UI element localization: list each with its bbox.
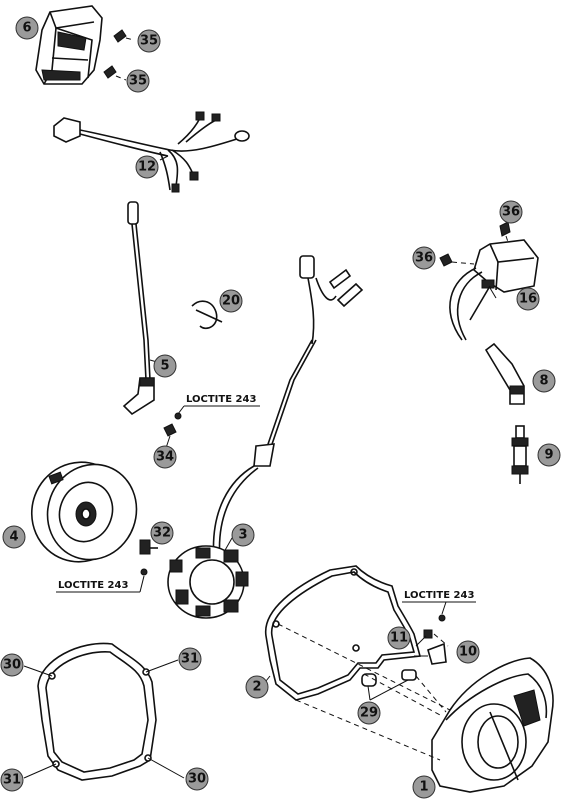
part-badge-8[interactable]: 8 <box>532 369 556 393</box>
clip-and-screw-drawing <box>423 614 447 665</box>
ignition-coil-drawing <box>35 5 103 85</box>
part-number: 32 <box>153 526 171 541</box>
cdi-unit-drawing <box>439 221 539 341</box>
gasket-2-drawing <box>265 565 422 701</box>
part-badge-6[interactable]: 6 <box>15 16 39 40</box>
part-badge-4[interactable]: 4 <box>2 525 26 549</box>
part-badge-30-top[interactable]: 30 <box>0 653 24 677</box>
part-number: 35 <box>129 74 147 89</box>
part-badge-1[interactable]: 1 <box>412 775 436 799</box>
part-badge-2[interactable]: 2 <box>245 675 269 699</box>
part-badge-34[interactable]: 34 <box>153 445 177 469</box>
part-badge-30-bottom[interactable]: 30 <box>185 767 209 791</box>
cable-tie-drawing <box>191 300 223 330</box>
part-number: 10 <box>459 645 477 660</box>
part-badge-3[interactable]: 3 <box>231 523 255 547</box>
ignition-cable-drawing <box>122 201 155 416</box>
gasket-lower-left-drawing <box>37 642 157 781</box>
part-badge-9[interactable]: 9 <box>537 443 561 467</box>
part-badge-31-bottom[interactable]: 31 <box>0 768 24 792</box>
part-badge-12[interactable]: 12 <box>135 155 159 179</box>
part-number: 6 <box>22 21 31 36</box>
wiring-harness-drawing <box>53 111 250 193</box>
stator-drawing <box>167 545 249 619</box>
part-number: 30 <box>3 658 21 673</box>
part-number: 12 <box>138 160 156 175</box>
part-badge-32[interactable]: 32 <box>150 521 174 545</box>
part-badge-35-bottom[interactable]: 35 <box>126 69 150 93</box>
assembly-lines <box>277 623 451 761</box>
part-number: 16 <box>519 292 537 307</box>
part-number: 4 <box>9 530 18 545</box>
part-number: 36 <box>502 205 520 220</box>
loctite-label-3: LOCTITE 243 <box>404 590 474 601</box>
part-number: 20 <box>222 294 240 309</box>
part-badge-20[interactable]: 20 <box>219 289 243 313</box>
part-number: 36 <box>415 251 433 266</box>
ignition-cover-drawing <box>431 657 554 793</box>
part-number: 30 <box>188 772 206 787</box>
part-badge-29[interactable]: 29 <box>357 701 381 725</box>
part-badge-36-left[interactable]: 36 <box>412 246 436 270</box>
screw-34-drawing <box>163 412 182 437</box>
part-number: 2 <box>252 680 261 695</box>
loctite-note-2: LOCTITE 243 <box>56 575 145 593</box>
part-number: 11 <box>390 631 408 646</box>
part-badge-35-top[interactable]: 35 <box>137 29 161 53</box>
loctite-label-1: LOCTITE 243 <box>186 394 256 405</box>
part-number: 1 <box>419 780 428 795</box>
loctite-label-2: LOCTITE 243 <box>58 580 128 591</box>
part-number: 34 <box>156 450 174 465</box>
part-number: 8 <box>539 374 548 389</box>
dowel-sleeves-drawing <box>361 669 417 687</box>
spark-plug-drawing <box>511 425 529 484</box>
leader-lines <box>23 155 497 779</box>
loctite-note-1: LOCTITE 243 <box>177 394 260 415</box>
part-number: 31 <box>181 652 199 667</box>
flywheel-drawing <box>30 461 138 563</box>
part-number: 35 <box>140 34 158 49</box>
coil-screws <box>103 29 135 81</box>
part-badge-36-top[interactable]: 36 <box>499 200 523 224</box>
part-number: 3 <box>238 528 247 543</box>
loctite-note-3: LOCTITE 243 <box>402 590 476 615</box>
part-badge-31-top[interactable]: 31 <box>178 647 202 671</box>
part-number: 9 <box>544 448 553 463</box>
part-badge-5[interactable]: 5 <box>153 354 177 378</box>
part-badge-10[interactable]: 10 <box>456 640 480 664</box>
part-badge-16[interactable]: 16 <box>516 287 540 311</box>
spark-plug-connector-drawing <box>484 342 525 405</box>
part-badge-11[interactable]: 11 <box>387 626 411 650</box>
part-number: 29 <box>360 706 378 721</box>
part-number: 31 <box>3 773 21 788</box>
stator-cable-drawing <box>212 255 364 561</box>
screw-32-drawing <box>139 539 158 576</box>
part-number: 5 <box>160 359 169 374</box>
